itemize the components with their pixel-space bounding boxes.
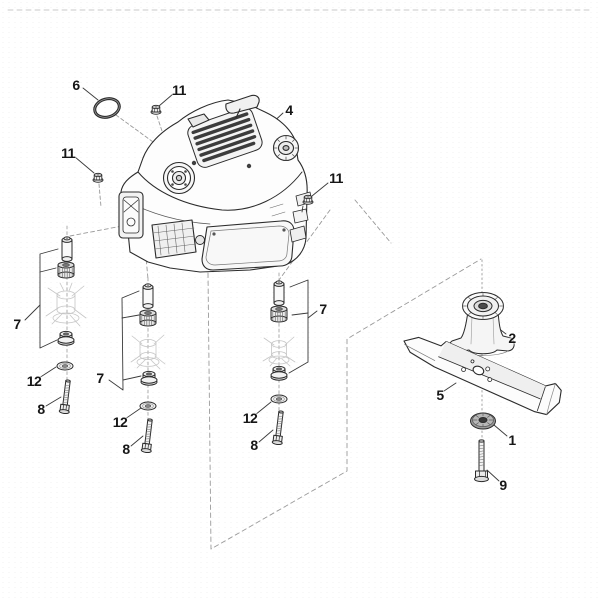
sketch-3 <box>262 336 296 367</box>
callout-mount-assembly-2[interactable]: 7 <box>96 370 104 386</box>
engine-mount-plate <box>118 191 144 239</box>
faint-bracket-sketches <box>45 282 296 370</box>
sketch-2 <box>130 334 166 370</box>
callout-lock-washer[interactable]: 1 <box>508 432 516 448</box>
callout-flange-nut-top[interactable]: 11 <box>172 82 186 98</box>
callout-mount-assembly-1[interactable]: 7 <box>13 316 21 332</box>
o-ring-illustration <box>93 97 121 119</box>
callout-engine[interactable]: 4 <box>285 102 293 118</box>
callout-flat-washer-1[interactable]: 12 <box>26 373 42 389</box>
engine-grille <box>187 107 263 168</box>
starter-handle <box>225 94 260 114</box>
mower-blade-illustration <box>403 336 562 416</box>
callout-flat-washer-2[interactable]: 12 <box>112 414 128 430</box>
callout-o-ring[interactable]: 6 <box>72 77 80 93</box>
blade-hub-illustration <box>448 292 515 356</box>
group-box-dashed <box>207 258 482 550</box>
blade-bolt-illustration <box>474 439 489 483</box>
callout-long-screw-3[interactable]: 8 <box>250 437 258 453</box>
callout-flat-washer-3[interactable]: 12 <box>242 410 258 426</box>
lock-washer-illustration <box>470 412 496 430</box>
fuel-cap <box>272 134 300 162</box>
callout-flange-nut-right[interactable]: 11 <box>329 170 343 186</box>
dashed-guides <box>7 9 593 550</box>
muffler <box>201 220 295 271</box>
engine-illustration <box>118 94 313 273</box>
recoil-starter <box>162 161 196 195</box>
callout-mount-assembly-3[interactable]: 7 <box>319 301 327 317</box>
sketch-1 <box>45 282 87 327</box>
callout-blade-bolt[interactable]: 9 <box>499 477 507 493</box>
callout-flange-nut-left[interactable]: 11 <box>61 145 75 161</box>
carburetor-box <box>151 219 205 259</box>
callout-long-screw-2[interactable]: 8 <box>122 441 130 457</box>
callout-mower-blade[interactable]: 5 <box>436 387 444 403</box>
callout-blade-hub[interactable]: 2 <box>508 330 516 346</box>
callout-long-screw-1[interactable]: 8 <box>37 401 45 417</box>
